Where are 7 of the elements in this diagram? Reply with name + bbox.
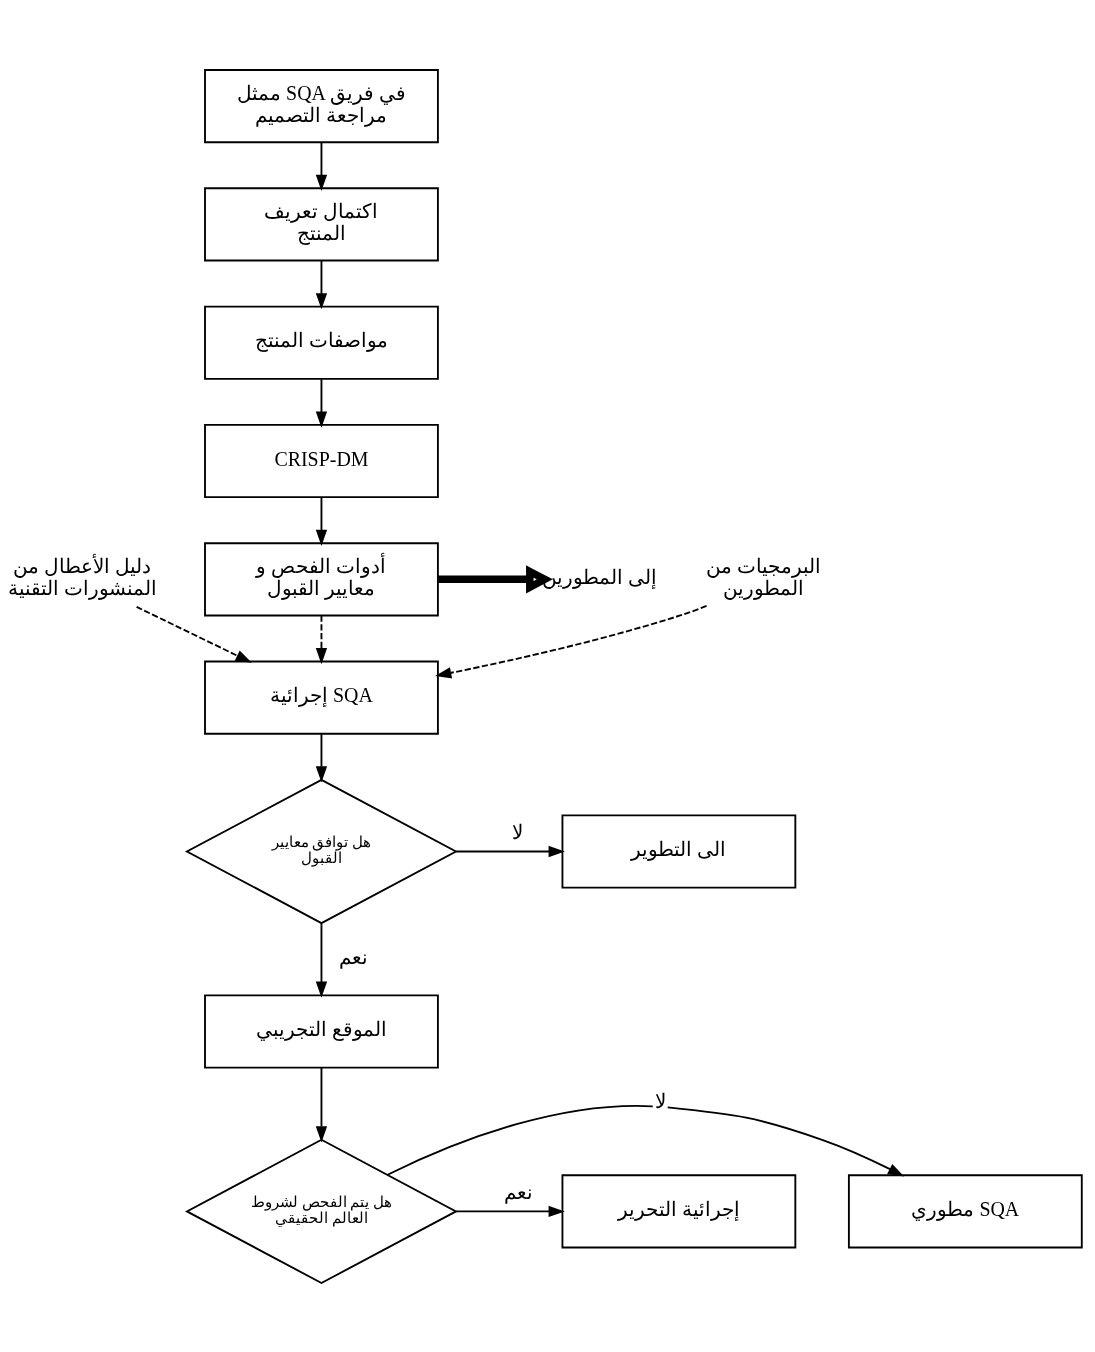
edge-label: لا [511,820,523,843]
node-text: دليل الأعطال من المنشورات التقنية [7,554,157,599]
edge-label: نعم [338,945,368,968]
node-text: إلى المطورين [541,565,657,588]
node-text: البرمجيات من المطورين [706,554,822,599]
edge-label: نعم [504,1180,534,1203]
edge-label: لا [655,1089,667,1112]
